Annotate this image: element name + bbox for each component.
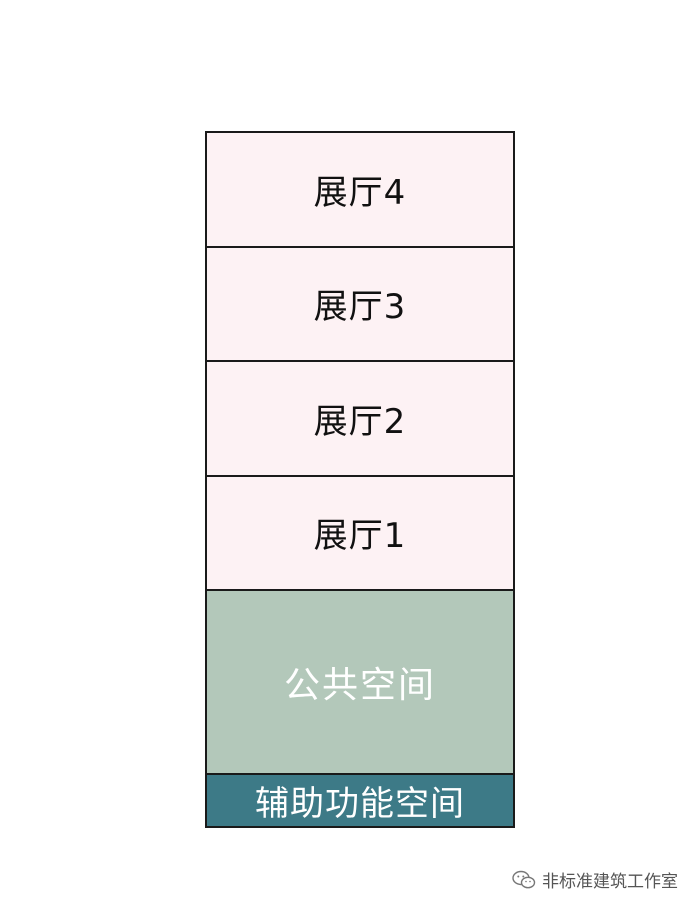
space-stack-diagram: 展厅4 展厅3 展厅2 展厅1 公共空间 辅助功能空间: [205, 131, 515, 828]
watermark-text: 非标准建筑工作室: [542, 872, 678, 892]
exhibition-hall-2: 展厅2: [207, 362, 513, 477]
exhibition-hall-4-label: 展厅4: [313, 172, 407, 213]
exhibition-hall-3: 展厅3: [207, 247, 513, 362]
exhibition-hall-3-label: 展厅3: [313, 287, 407, 328]
public-space: 公共空间: [207, 591, 513, 775]
exhibition-hall-1-label: 展厅1: [313, 516, 407, 557]
wechat-icon: [512, 870, 536, 888]
watermark: 非标准建筑工作室: [512, 867, 678, 892]
auxiliary-space: 辅助功能空间: [207, 775, 513, 826]
exhibition-hall-4: 展厅4: [207, 133, 513, 248]
exhibition-hall-1: 展厅1: [207, 476, 513, 591]
public-space-label: 公共空间: [283, 665, 436, 706]
auxiliary-space-label: 辅助功能空间: [255, 784, 465, 824]
exhibition-hall-2-label: 展厅2: [313, 401, 407, 442]
